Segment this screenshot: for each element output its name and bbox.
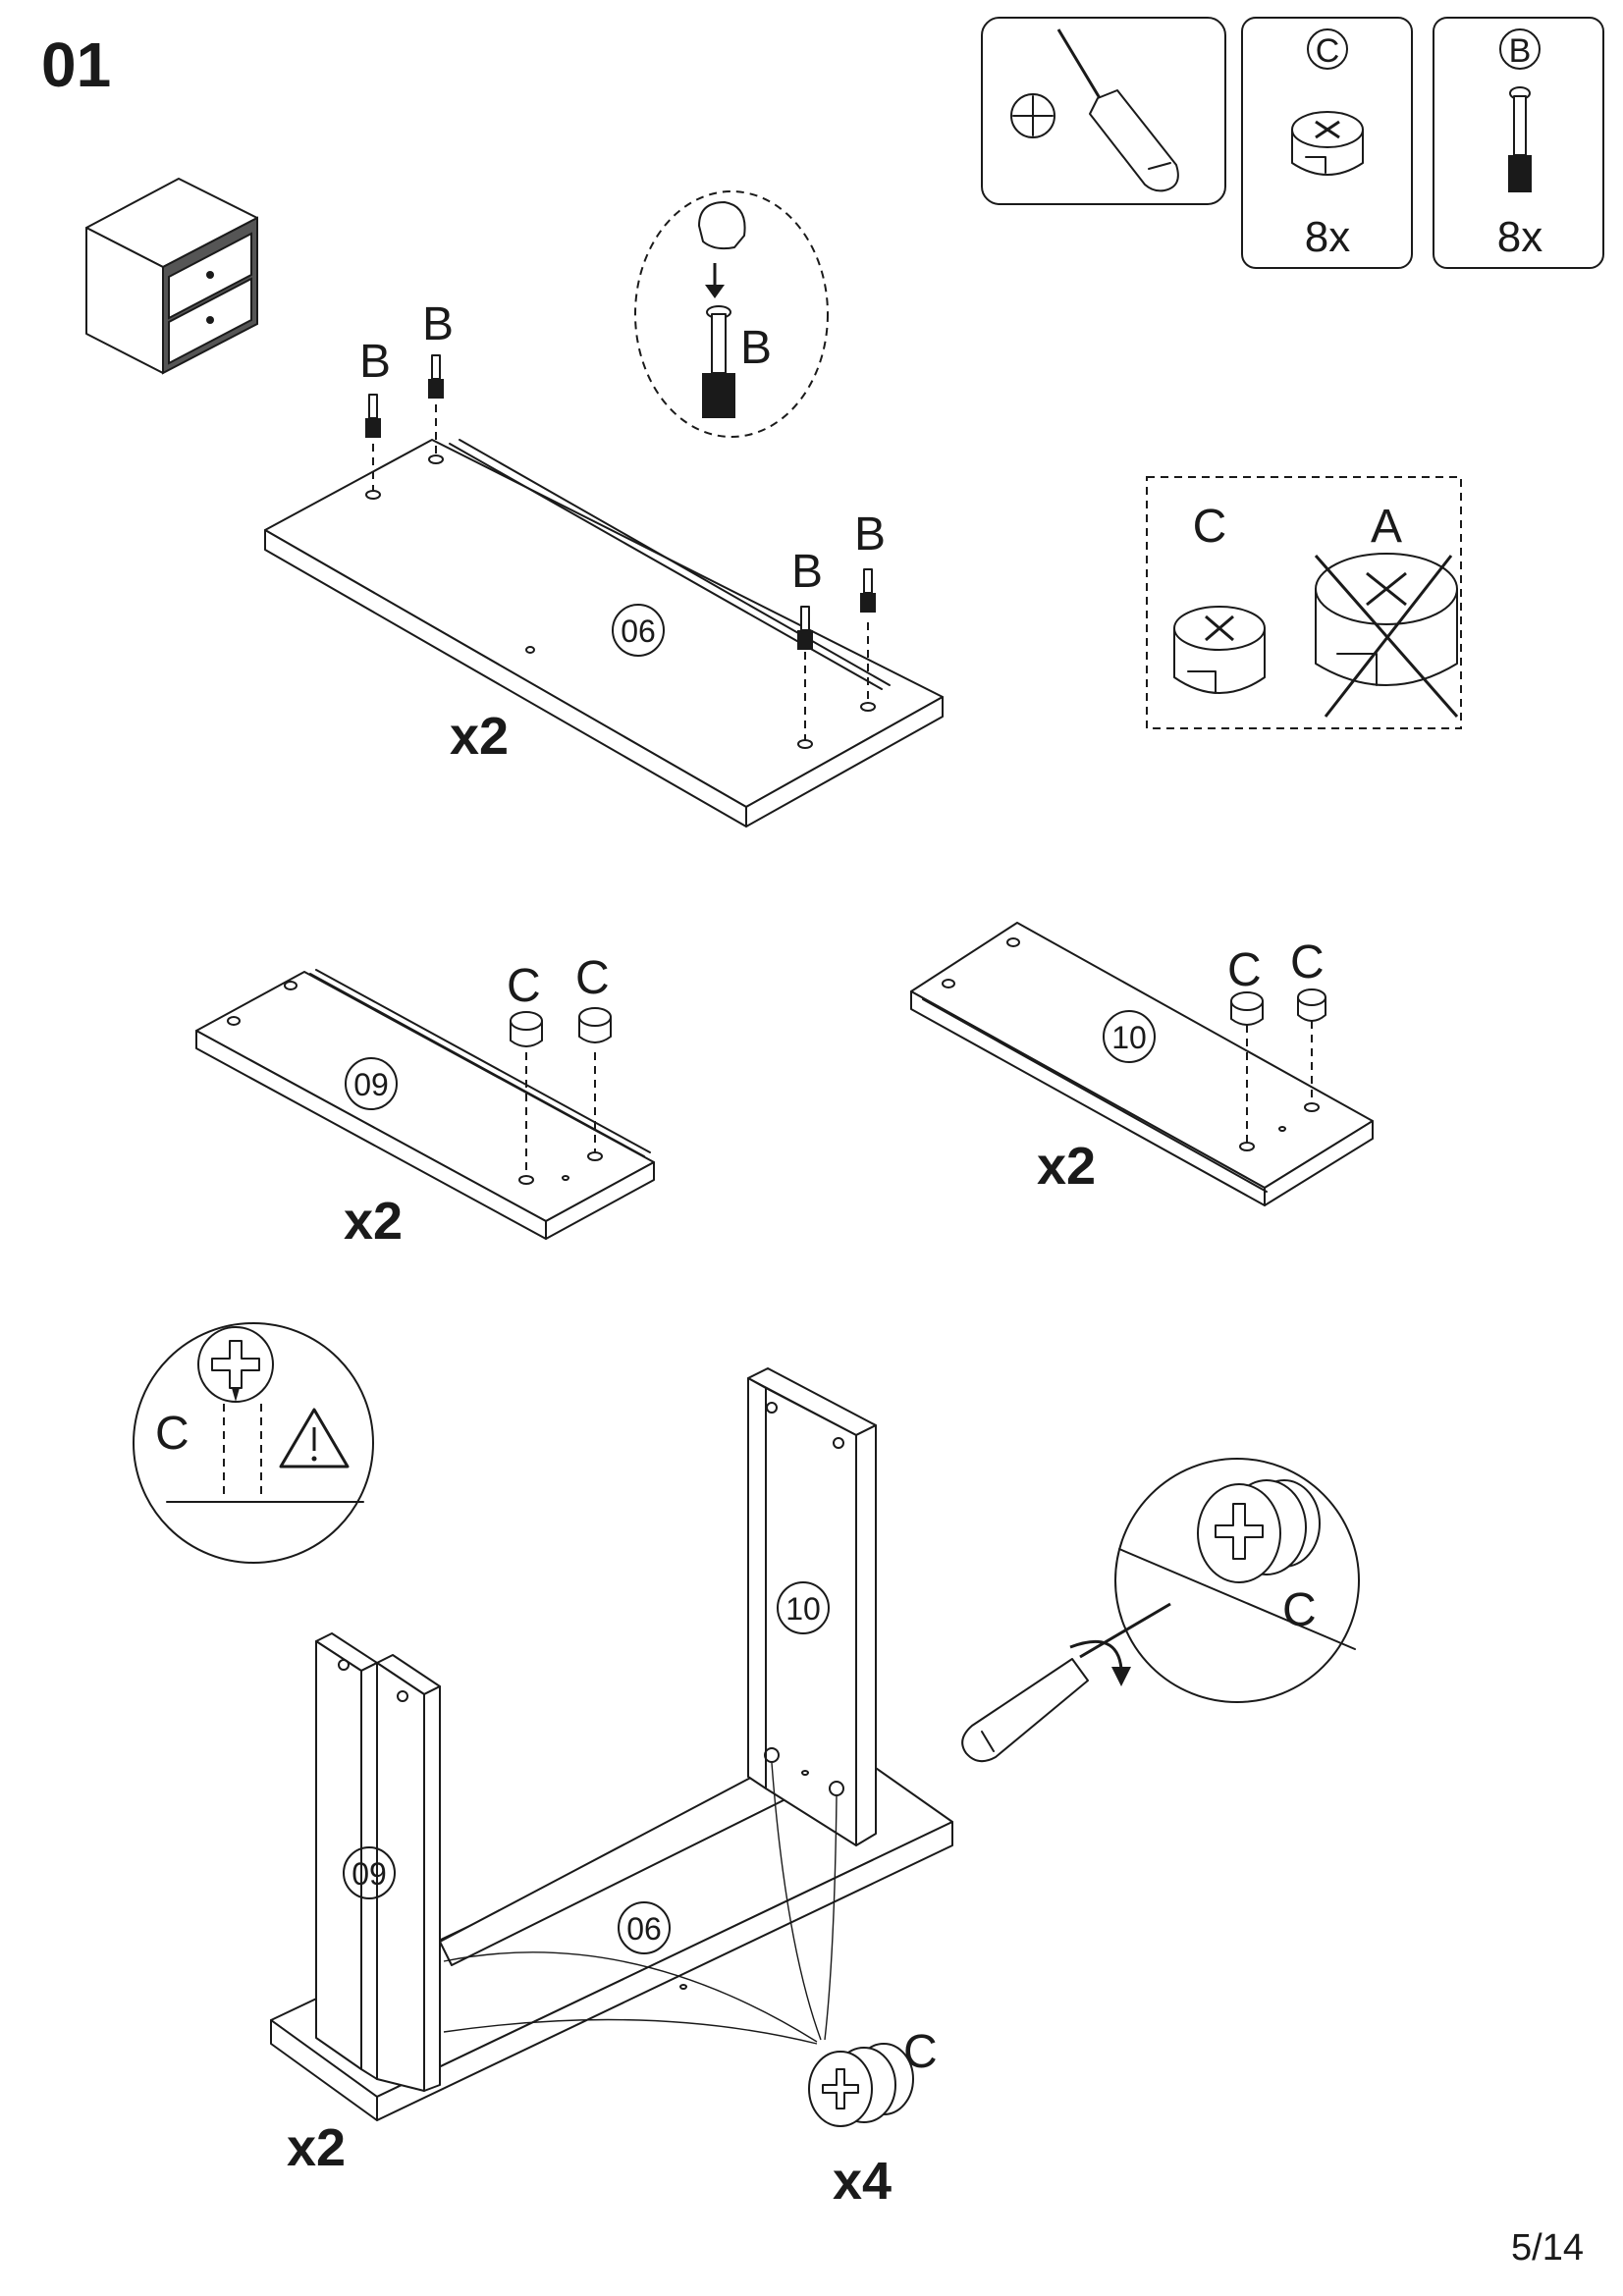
part-box-c: C 8x xyxy=(1241,17,1413,269)
dowel-b-label: B xyxy=(791,546,823,598)
panel-06-number: 06 xyxy=(621,614,656,649)
phillips-screwdriver-icon xyxy=(1010,28,1179,192)
cam-lock-c-icon xyxy=(1197,1479,1321,1583)
panel-10-number: 10 xyxy=(1111,1020,1147,1055)
panel-06-dowels: B B B B 06 x2 xyxy=(264,298,944,828)
panel-10-cams: C C 10 x2 xyxy=(910,922,1374,1206)
cam-lock-c-icon xyxy=(1173,606,1266,694)
cam-tighten-detail: C xyxy=(1114,1458,1360,1703)
panel-09-cams: C C 09 x2 xyxy=(195,952,655,1251)
step-number: 01 xyxy=(41,29,112,100)
dowel-b-label: B xyxy=(854,508,886,561)
assembly-multiplier: x2 xyxy=(287,2118,346,2177)
dowel-b-icon xyxy=(365,354,876,650)
page-number: 5/14 xyxy=(1511,2227,1584,2269)
cam-orientation-warning-detail: C xyxy=(133,1322,374,1564)
part-c-letter: C xyxy=(1316,32,1340,70)
warning-c-label: C xyxy=(155,1408,189,1460)
part-c-count: 8x xyxy=(1305,213,1350,261)
panel-10-multiplier: x2 xyxy=(1037,1137,1096,1196)
part-box-b: B 8x xyxy=(1433,17,1604,269)
dowel-insert-detail: B xyxy=(634,190,829,438)
cam-c-label: C xyxy=(1227,944,1262,996)
panel-09-multiplier: x2 xyxy=(344,1192,403,1251)
panel-06-multiplier: x2 xyxy=(450,707,509,766)
cam-lock-c-icon xyxy=(808,2043,914,2127)
compare-wrong-label: A xyxy=(1371,501,1402,553)
warning-icon xyxy=(279,1408,350,1468)
assembly-panel-10-number: 10 xyxy=(785,1591,821,1627)
part-b-letter: B xyxy=(1509,32,1532,70)
tighten-c-label: C xyxy=(1282,1584,1317,1636)
cam-compare-box: C A xyxy=(1146,476,1462,729)
cam-c-label: C xyxy=(1290,936,1325,988)
assembly-panel-06-number: 06 xyxy=(626,1911,662,1947)
cam-lock-c-icon xyxy=(1230,988,1326,1026)
cam-c-label: C xyxy=(507,960,541,1012)
cam-lock-c-icon xyxy=(1291,111,1364,176)
tool-box-screwdriver xyxy=(981,17,1226,205)
assembly-view: 06 09 10 C xyxy=(270,1367,953,2211)
nightstand-thumbnail-icon xyxy=(85,178,258,375)
compare-correct-label: C xyxy=(1193,501,1227,553)
screwdriver-rotate-icon xyxy=(961,1602,1171,1763)
dowel-b-icon xyxy=(1508,86,1532,192)
cam-lock-c-icon xyxy=(510,1007,612,1047)
assembly-panel-09-number: 09 xyxy=(352,1856,387,1892)
cam-multiplier: x4 xyxy=(833,2152,892,2211)
panel-09-number: 09 xyxy=(353,1067,389,1102)
assembly-cam-c-label: C xyxy=(903,2026,938,2078)
cam-c-label: C xyxy=(575,952,610,1004)
detail-b-label: B xyxy=(740,322,772,374)
part-b-count: 8x xyxy=(1497,213,1542,261)
dowel-b-label: B xyxy=(359,336,391,388)
dowel-b-label: B xyxy=(422,298,454,350)
cam-lock-a-crossed-icon xyxy=(1314,553,1459,718)
